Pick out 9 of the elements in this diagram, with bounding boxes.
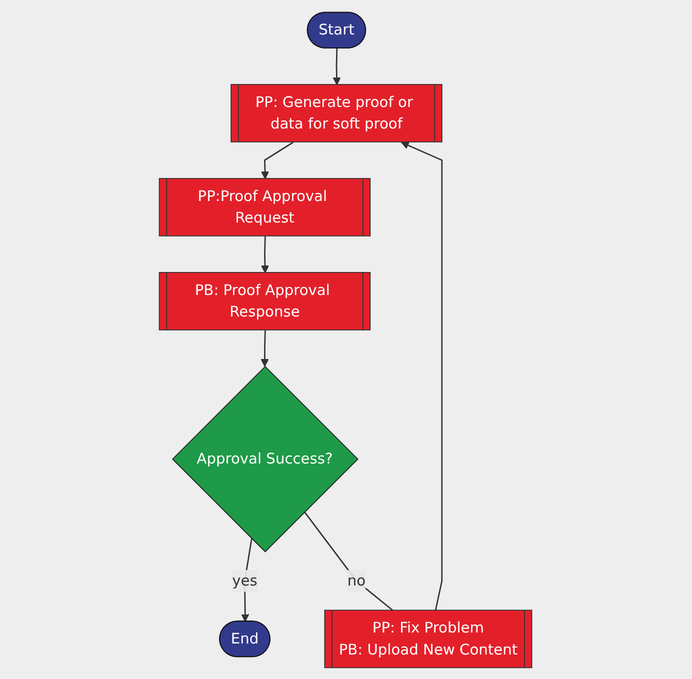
- arrow: [333, 48, 342, 85]
- node-diamond: Approval Success?: [172, 365, 359, 552]
- edge-label: no: [348, 571, 366, 589]
- arrow: [402, 141, 444, 610]
- edge-label: yes: [232, 571, 258, 589]
- arrow: [261, 236, 270, 273]
- arrow: [261, 141, 294, 179]
- arrow: [261, 330, 270, 366]
- connector: [304, 511, 394, 611]
